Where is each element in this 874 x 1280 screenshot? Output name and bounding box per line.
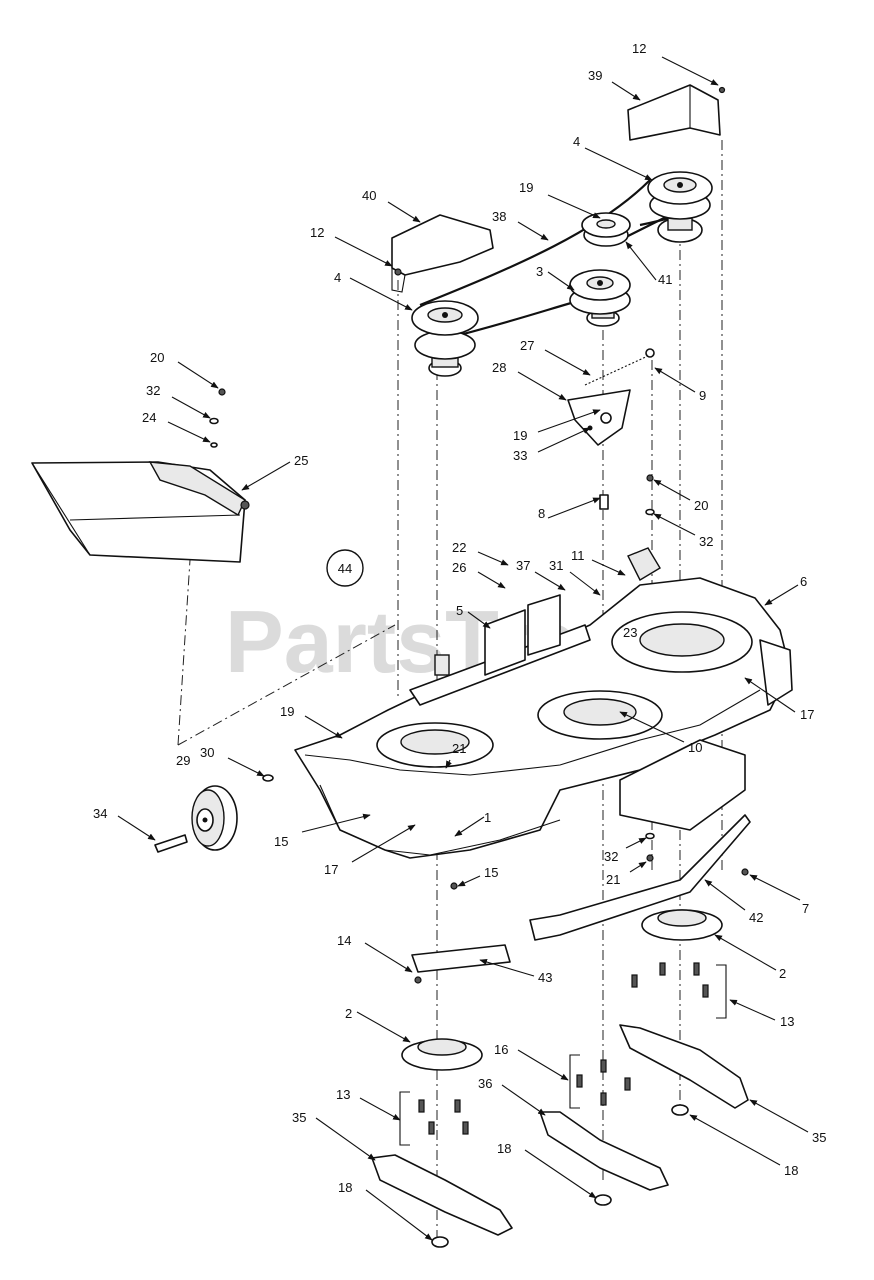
ref-circle-44: 44 — [326, 549, 364, 587]
callout-30: 30 — [200, 745, 214, 760]
callout-24: 24 — [142, 410, 156, 425]
callout-6: 6 — [800, 574, 807, 589]
callout-17-left: 17 — [324, 862, 338, 877]
callout-35-left: 35 — [292, 1110, 306, 1125]
callout-28: 28 — [492, 360, 506, 375]
idler-pulley-41 — [581, 212, 631, 247]
baffle-10 — [619, 739, 746, 831]
callout-4-right: 4 — [573, 134, 580, 149]
callout-31: 31 — [549, 558, 563, 573]
callout-34: 34 — [93, 806, 107, 821]
callout-18-left: 18 — [338, 1180, 352, 1195]
callout-42: 42 — [749, 910, 763, 925]
belt-cover-40 — [391, 214, 494, 293]
callout-39: 39 — [588, 68, 602, 83]
baffle-43 — [411, 944, 511, 973]
callout-2-right: 2 — [779, 966, 786, 981]
callout-15-lower: 15 — [484, 865, 498, 880]
callout-40: 40 — [362, 188, 376, 203]
callout-19-mid: 19 — [513, 428, 527, 443]
pulley-3-center — [569, 269, 631, 327]
callout-32-right: 32 — [699, 534, 713, 549]
callout-16: 16 — [494, 1042, 508, 1057]
idler-arm-28 — [567, 348, 655, 446]
blade-35-right — [619, 1024, 749, 1109]
blade-nuts-18 — [431, 1104, 689, 1248]
deck-bracket-5 — [409, 594, 591, 706]
callout-18-right: 18 — [784, 1163, 798, 1178]
callout-4-left: 4 — [334, 270, 341, 285]
discharge-chute-25 — [31, 461, 250, 563]
shoulder-bolt-34 — [154, 834, 188, 853]
callout-12-top: 12 — [632, 41, 646, 56]
callout-27: 27 — [520, 338, 534, 353]
callout-19-upper: 19 — [519, 180, 533, 195]
callout-33: 33 — [513, 448, 527, 463]
callout-43: 43 — [538, 970, 552, 985]
callout-13-right: 13 — [780, 1014, 794, 1029]
callout-15-left: 15 — [274, 834, 288, 849]
callout-3: 3 — [536, 264, 543, 279]
spindle-housing-2-left — [401, 1038, 483, 1071]
callout-35-right: 35 — [812, 1130, 826, 1145]
callout-1: 1 — [484, 810, 491, 825]
ref-circle-44-label: 44 — [338, 561, 352, 576]
callout-26: 26 — [452, 560, 466, 575]
callout-32-lower: 32 — [604, 849, 618, 864]
callout-41: 41 — [658, 272, 672, 287]
callout-layer: 12 39 4 19 40 38 12 3 41 4 27 28 9 20 32… — [93, 41, 826, 1241]
gauge-wheel-29 — [191, 785, 238, 851]
callout-25: 25 — [294, 453, 308, 468]
baffle-42 — [529, 814, 751, 941]
callout-19-left: 19 — [280, 704, 294, 719]
callout-12-left: 12 — [310, 225, 324, 240]
callout-9: 9 — [699, 388, 706, 403]
callout-20-right: 20 — [694, 498, 708, 513]
callout-38: 38 — [492, 209, 506, 224]
callout-36: 36 — [478, 1076, 492, 1091]
callout-17-right: 17 — [800, 707, 814, 722]
blade-36-center — [539, 1111, 669, 1191]
spindle-housing-2-right — [641, 909, 723, 941]
callout-29: 29 — [176, 753, 190, 768]
callout-23: 23 — [623, 625, 637, 640]
blade-35-left — [371, 1154, 513, 1236]
deck-housing-6 — [294, 547, 793, 859]
pulley-4-left — [411, 300, 479, 377]
callout-22: 22 — [452, 540, 466, 555]
callout-21-right: 21 — [606, 872, 620, 887]
callout-10: 10 — [688, 740, 702, 755]
callout-2-left: 2 — [345, 1006, 352, 1021]
callout-37: 37 — [516, 558, 530, 573]
callout-13-left: 13 — [336, 1087, 350, 1102]
callout-14: 14 — [337, 933, 351, 948]
belt-cover-39 — [627, 84, 721, 141]
callout-7: 7 — [802, 901, 809, 916]
callout-20-left: 20 — [150, 350, 164, 365]
callout-32-left: 32 — [146, 383, 160, 398]
callout-5: 5 — [456, 603, 463, 618]
callout-18-center: 18 — [497, 1141, 511, 1156]
callout-21-left: 21 — [452, 741, 466, 756]
callout-8: 8 — [538, 506, 545, 521]
pulley-4-right — [647, 171, 713, 243]
callout-11: 11 — [571, 548, 585, 563]
